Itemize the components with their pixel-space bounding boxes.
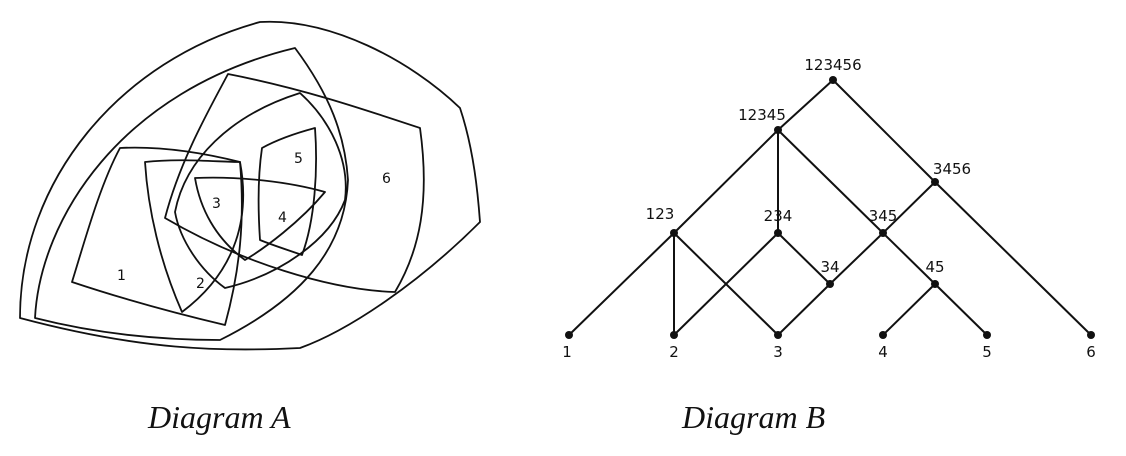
node-34 [826,280,834,288]
node-4 [879,331,887,339]
diagram-a-caption: Diagram A [147,399,291,435]
diagram-b-edges [568,79,1092,336]
edge-123456-12345 [777,79,834,131]
node-3 [774,331,782,339]
node-label-5: 5 [982,343,992,361]
diagram-a: 1 2 3 4 5 6 Diagram A [19,20,481,435]
region-2-outline [144,159,245,313]
node-123456 [829,76,837,84]
node-label-6: 6 [1086,343,1096,361]
node-3456 [931,178,939,186]
node-label-45: 45 [925,258,944,276]
edge-345-45 [882,232,936,285]
node-label-123: 123 [646,205,675,223]
node-5 [983,331,991,339]
diagram-b-caption: Diagram B [681,399,825,435]
region-label-1: 1 [117,268,126,284]
edge-34-3 [777,283,831,336]
region-label-4: 4 [278,210,287,226]
region-label-6: 6 [382,171,391,187]
region-label-3: 3 [212,196,221,212]
edge-3456-345 [882,181,936,234]
edge-345-34 [829,232,884,285]
node-label-12345: 12345 [738,106,786,124]
node-label-34: 34 [820,258,839,276]
node-1 [565,331,573,339]
node-345 [879,229,887,237]
node-label-2: 2 [669,343,679,361]
region-6-outline [164,73,425,293]
node-label-3: 3 [773,343,783,361]
inner-boundary [34,47,349,341]
edge-234-34 [777,232,831,285]
node-label-234: 234 [764,207,793,225]
edge-12345-345 [777,129,884,234]
outer-boundary [19,20,481,351]
node-label-4: 4 [878,343,888,361]
node-label-345: 345 [869,207,898,225]
node-label-123456: 123456 [804,56,861,74]
region-label-5: 5 [294,151,303,167]
edge-45-4 [882,283,936,336]
edge-123-1 [568,232,675,336]
edge-234-2 [673,232,779,336]
node-label-1: 1 [562,343,572,361]
region-5-outline [257,127,317,256]
node-234 [774,229,782,237]
node-label-3456: 3456 [933,160,971,178]
edge-45-5 [934,283,988,336]
region-label-2: 2 [196,276,205,292]
node-12345 [774,126,782,134]
edge-3456-6 [934,181,1092,336]
node-123 [670,229,678,237]
edge-12345-123 [673,129,779,234]
node-2 [670,331,678,339]
node-45 [931,280,939,288]
region-34-outline [194,176,326,261]
region-345-outline [174,92,347,289]
edge-123456-3456 [832,79,936,183]
node-6 [1087,331,1095,339]
